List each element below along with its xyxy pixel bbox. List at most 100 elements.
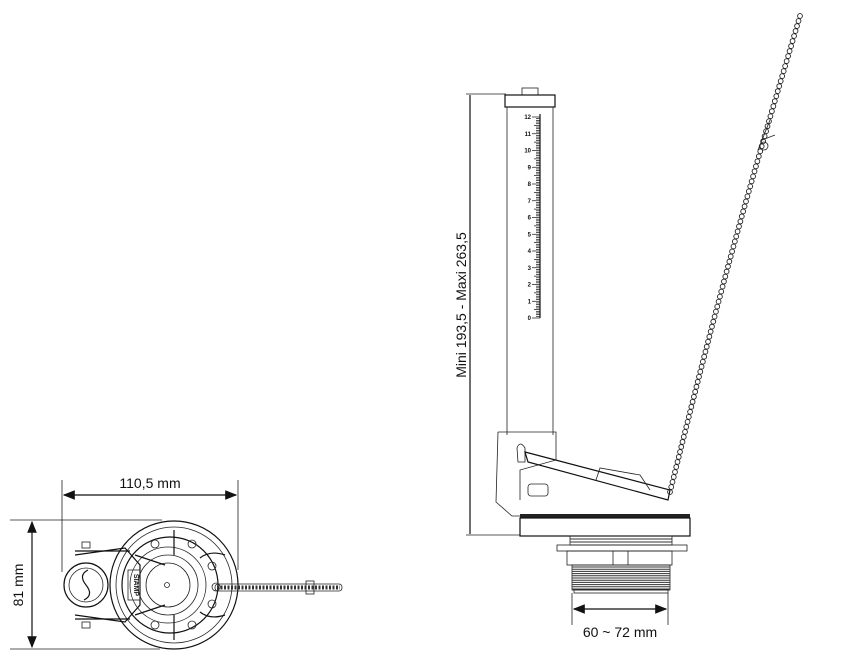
- chain-bead: [764, 123, 771, 130]
- scale-number: 0: [528, 316, 532, 322]
- chain-bead: [769, 108, 775, 115]
- height-label: 81 mm: [10, 564, 26, 607]
- chain-bead: [734, 228, 741, 235]
- chain-bead: [731, 238, 738, 245]
- scale-number: 6: [528, 216, 532, 222]
- chain-bead: [706, 333, 713, 340]
- chain-bead: [721, 278, 727, 285]
- chain-bead: [792, 28, 799, 34]
- chain-bead: [750, 173, 756, 180]
- chain-bead: [684, 419, 691, 425]
- chain-bead: [757, 148, 764, 155]
- chain-bead: [760, 138, 766, 145]
- scale-number: 7: [528, 199, 532, 205]
- chain-bead: [776, 83, 783, 89]
- chain-bead: [700, 358, 706, 365]
- chain-bead: [697, 368, 704, 375]
- chain-bead: [755, 153, 762, 160]
- chain-bead: [692, 388, 699, 395]
- scale-number: 10: [524, 149, 531, 155]
- scale-number: 11: [525, 132, 532, 138]
- scale-number: 12: [524, 115, 531, 121]
- scale-number: 9: [528, 165, 532, 171]
- scale-number: 2: [528, 283, 532, 289]
- chain-bead: [794, 23, 800, 29]
- chain-bead: [754, 158, 761, 165]
- scale-number: 3: [528, 266, 532, 272]
- chain-bead: [785, 53, 791, 59]
- float-ring: [63, 562, 109, 608]
- chain-bead: [710, 318, 717, 325]
- chain-bead: [774, 88, 781, 95]
- chain-bead: [722, 273, 729, 280]
- tube-cap-knob: [521, 87, 539, 96]
- chain-bead: [727, 253, 734, 260]
- chain-bead: [747, 183, 754, 190]
- chain-bead: [748, 178, 755, 185]
- chain-bead: [677, 449, 683, 455]
- chain-bead: [738, 213, 745, 220]
- chain-bead: [770, 103, 777, 110]
- chain-bead: [730, 243, 737, 250]
- chain-bead: [773, 93, 780, 100]
- tube-cap: [504, 94, 556, 108]
- chain-bead: [701, 353, 707, 360]
- chain-bead: [729, 248, 735, 255]
- chain-bead: [780, 68, 787, 74]
- s-hook: [81, 569, 91, 601]
- chain-bead: [705, 338, 711, 345]
- chain-bead: [791, 33, 797, 39]
- threaded-rod: [214, 583, 343, 592]
- chain-bead: [797, 13, 803, 19]
- chain-bead: [782, 63, 788, 69]
- chain-bead: [771, 98, 778, 105]
- chain-bead: [751, 168, 758, 175]
- chain-bead: [694, 378, 701, 385]
- scale-number: 8: [528, 182, 532, 188]
- pull-chain: [667, 13, 803, 495]
- locking-nut: [556, 544, 688, 552]
- chain-bead: [678, 444, 685, 450]
- chain-bead: [718, 288, 725, 295]
- chain-bead: [743, 198, 749, 205]
- chain-bead: [693, 383, 700, 390]
- chain-bead: [719, 283, 726, 290]
- flapper-seat: [520, 514, 690, 518]
- side-view-drawing: Mini 193,5 - Maxi 263,5 0123456789101112…: [453, 13, 803, 640]
- chain-bead: [783, 58, 790, 64]
- chain-bead: [723, 268, 730, 275]
- scale-number: 5: [528, 232, 532, 238]
- chain-bead: [702, 348, 709, 355]
- chain-bead: [786, 48, 793, 54]
- chain-bead: [703, 343, 710, 350]
- chain-bead: [674, 459, 681, 465]
- chain-bead: [683, 424, 690, 430]
- elbow: [498, 431, 557, 500]
- svg-text:SIAMP: SIAMP: [132, 574, 139, 597]
- chain-bead: [673, 464, 680, 470]
- height-range-label: Mini 193,5 - Maxi 263,5: [453, 232, 469, 378]
- chain-bead: [715, 298, 722, 305]
- chain-bead: [688, 403, 695, 410]
- chain-bead: [679, 439, 686, 445]
- outer-ring: [109, 520, 239, 650]
- base-diameter-label: 60 ~ 72 mm: [583, 624, 657, 640]
- chain-bead: [740, 208, 747, 215]
- chain-bead: [672, 469, 678, 475]
- chain-bead: [687, 408, 693, 415]
- chain-bead: [682, 429, 688, 435]
- chain-bead: [795, 18, 802, 24]
- chain-bead: [667, 489, 673, 495]
- chain-bead: [736, 223, 742, 230]
- chain-bead: [685, 413, 692, 420]
- chain-bead: [691, 393, 697, 400]
- chain-bead: [753, 163, 759, 170]
- chain-bead: [711, 313, 718, 320]
- chain-bead: [777, 78, 784, 84]
- chain-bead: [745, 188, 752, 195]
- mounting-holes: [150, 539, 217, 630]
- chain-bead: [696, 373, 702, 380]
- top-view-drawing: 110,5 mm 81 mm SIAMP: [10, 475, 343, 650]
